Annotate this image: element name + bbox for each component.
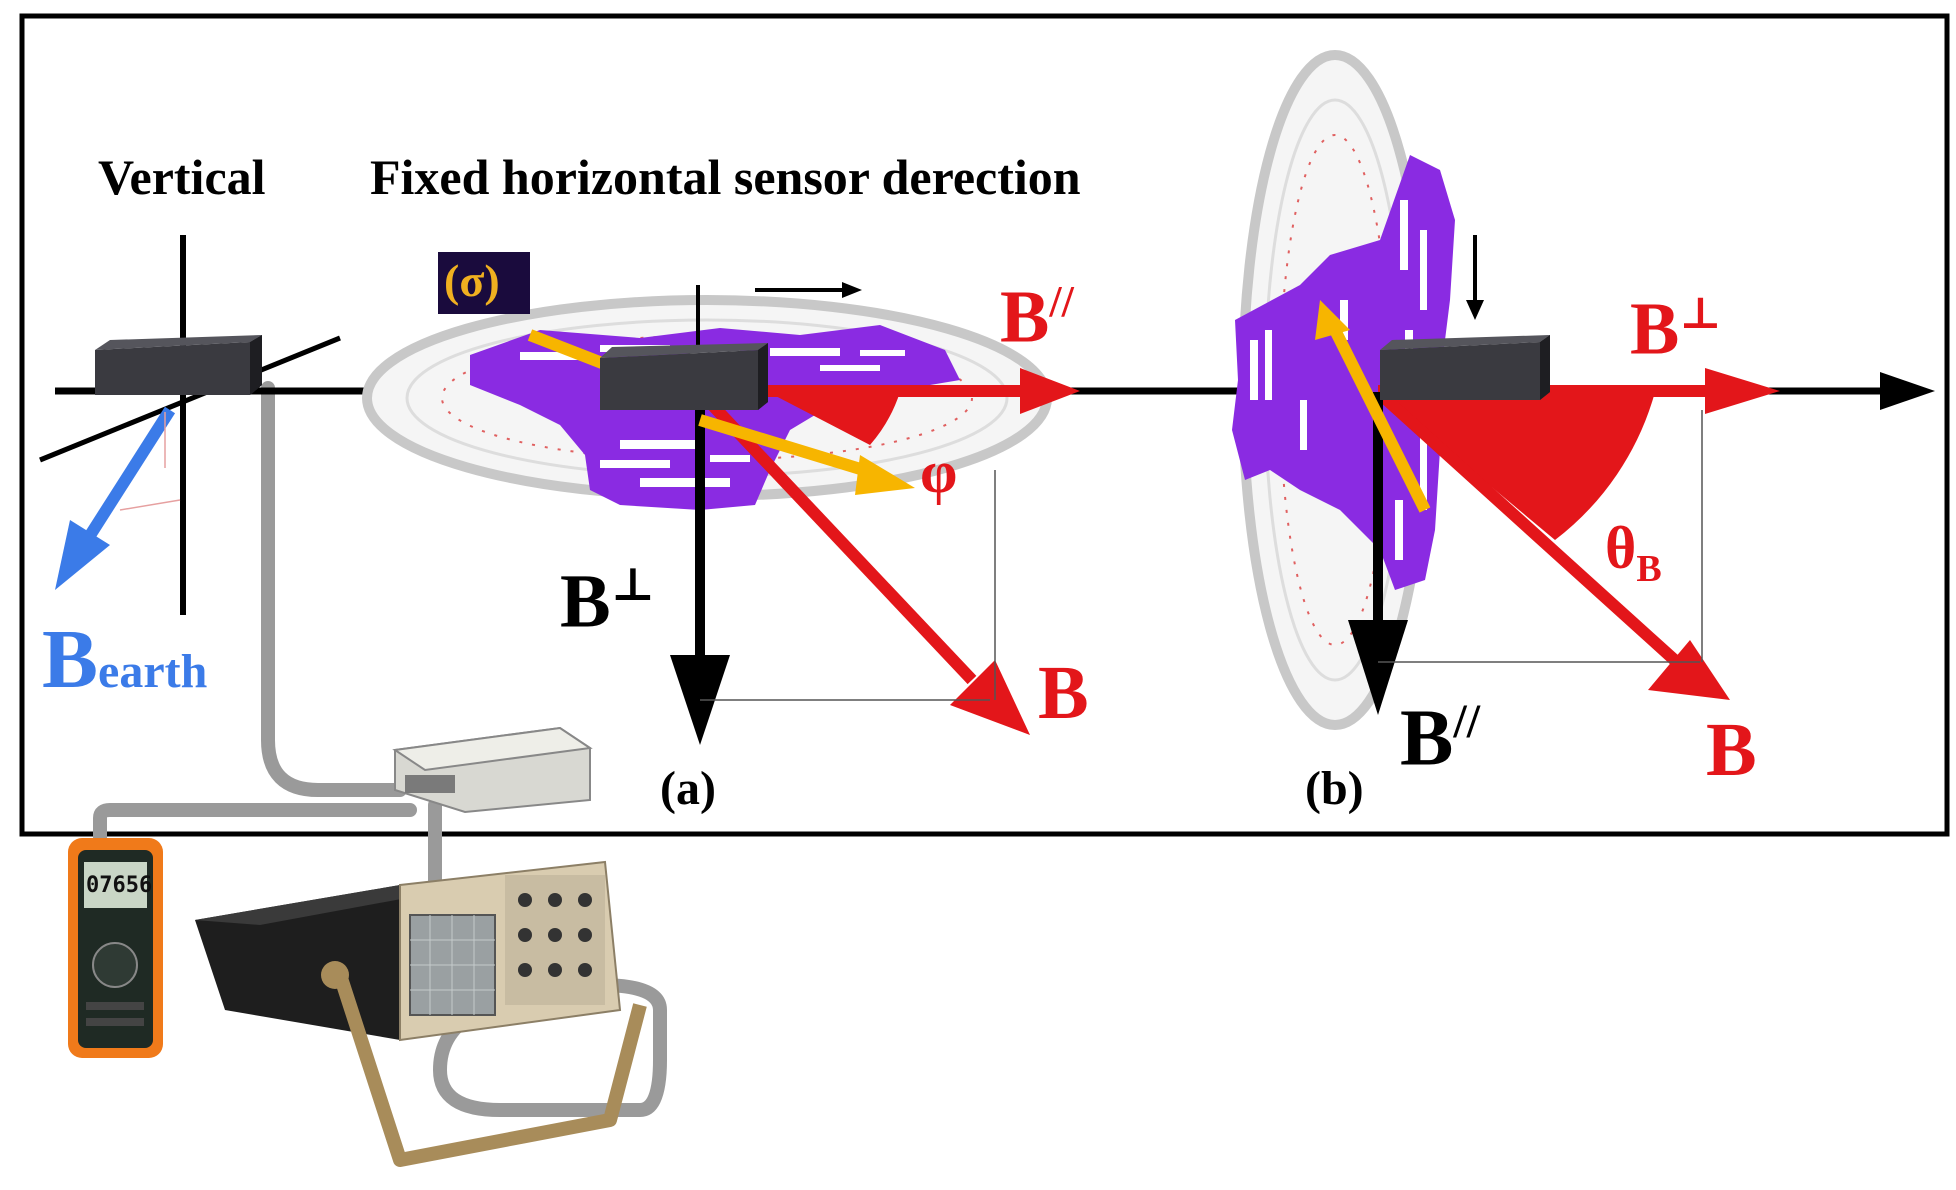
- b-label-b: B: [1706, 708, 1757, 792]
- b-parallel-a-letter: B: [1000, 276, 1050, 359]
- interface-box-icon: [392, 726, 593, 814]
- multimeter-reading: 07656: [86, 873, 153, 898]
- perp-sup-b: ⊥: [1679, 289, 1722, 338]
- b-perp-label-b: B⊥: [1630, 292, 1722, 367]
- b-parallel-label-b: B//: [1400, 698, 1480, 779]
- sigma-badge: [438, 252, 530, 314]
- parallel-sup-a: //: [1049, 277, 1074, 326]
- perp-sup-a: ⊥: [610, 559, 655, 610]
- earth-field-arrow: [55, 406, 181, 590]
- b-earth-label: Bearth: [42, 618, 207, 702]
- panel-a-label: (a): [660, 762, 716, 815]
- oscilloscope-icon: [195, 860, 647, 1167]
- sample-b: [1232, 155, 1455, 590]
- panel-b-label: (b): [1305, 762, 1364, 815]
- b-parallel-label-a: B//: [1000, 280, 1074, 355]
- sigma-label: (σ): [444, 255, 500, 306]
- theta-label: θB: [1605, 518, 1662, 588]
- b-perp-a-letter: B: [560, 559, 611, 644]
- b-label-a: B: [1038, 651, 1089, 735]
- vertical-label: Vertical: [98, 149, 266, 205]
- b-perp-label-a: B⊥: [560, 559, 655, 640]
- sensor-probe-a: [600, 285, 768, 410]
- b-earth-letter: B: [42, 613, 99, 706]
- phi-label: φ: [920, 439, 958, 505]
- b-perp-b-letter: B: [1630, 288, 1680, 371]
- diagram-frame: [19, 13, 1950, 837]
- panel-a-vectors: [527, 282, 1080, 745]
- multimeter-icon: [68, 838, 163, 1058]
- sensor-probe-b: [1380, 335, 1550, 400]
- axis-arrowhead: [1880, 372, 1935, 410]
- b-parallel-b-letter: B: [1400, 694, 1454, 783]
- theta-subscript: B: [1636, 548, 1662, 590]
- sample-a: [470, 325, 960, 510]
- theta-symbol: θ: [1605, 515, 1637, 581]
- b-earth-subscript: earth: [98, 645, 208, 698]
- fixed-direction-label: Fixed horizontal sensor derection: [370, 149, 1081, 205]
- sensor-probe-left: [95, 335, 262, 395]
- parallel-sup-b: //: [1453, 695, 1481, 748]
